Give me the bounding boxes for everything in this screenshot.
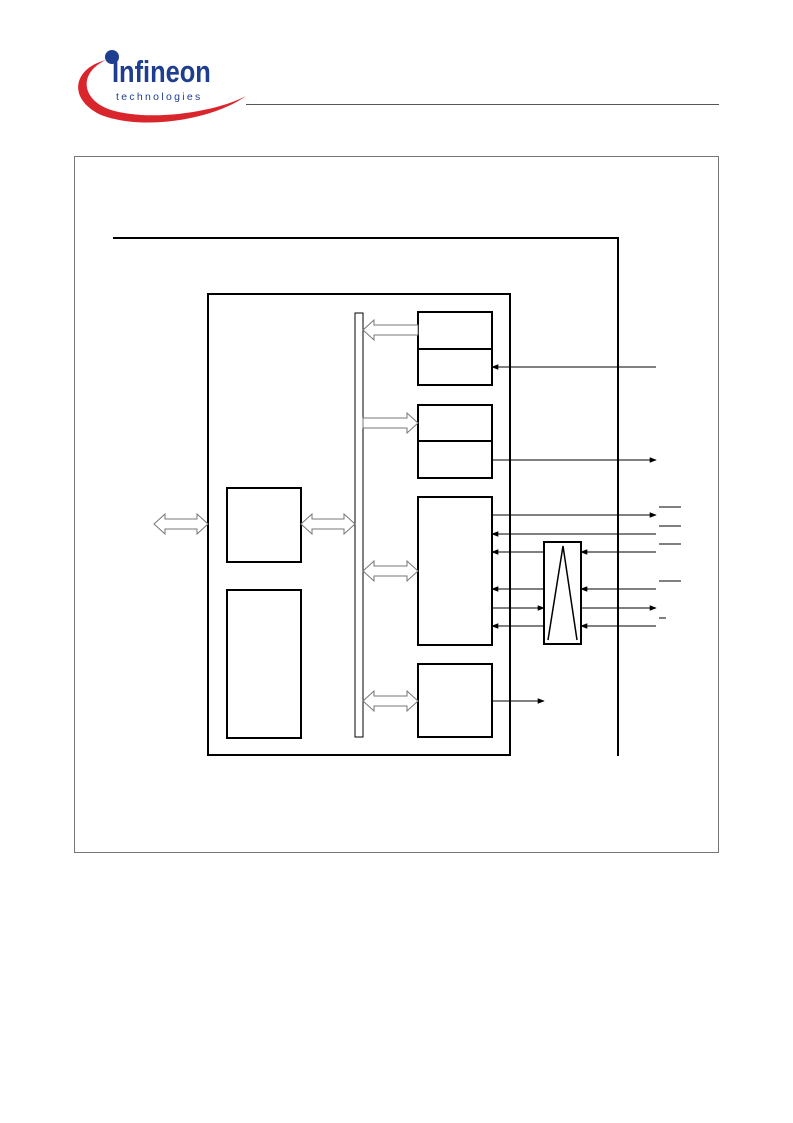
hollow-arrows [153, 318, 419, 713]
internal-bus [354, 312, 364, 738]
overbar-marks [659, 506, 681, 619]
figure-frame [74, 156, 719, 853]
logo-subtitle: technologies [116, 91, 203, 103]
control-block [417, 496, 493, 646]
output-bus-arrow [362, 689, 419, 713]
infineon-logo: Infineon technologies [66, 48, 251, 128]
external-bus-arrow [153, 512, 209, 536]
control-bus-arrow [362, 559, 419, 583]
logo-swoosh [78, 50, 246, 123]
interface-bus-arrow [300, 512, 356, 536]
logo-wordmark: Infineon [112, 54, 211, 89]
driver-symbol [547, 545, 578, 641]
chip-boundary [113, 237, 619, 756]
output-block [417, 663, 493, 738]
interface-block [226, 487, 302, 563]
signal-lines [491, 364, 657, 704]
bus-to-reg2-arrow [362, 411, 419, 435]
header-rule [246, 104, 719, 105]
reg1-to-bus-arrow [362, 318, 419, 342]
memory-block [226, 589, 302, 739]
